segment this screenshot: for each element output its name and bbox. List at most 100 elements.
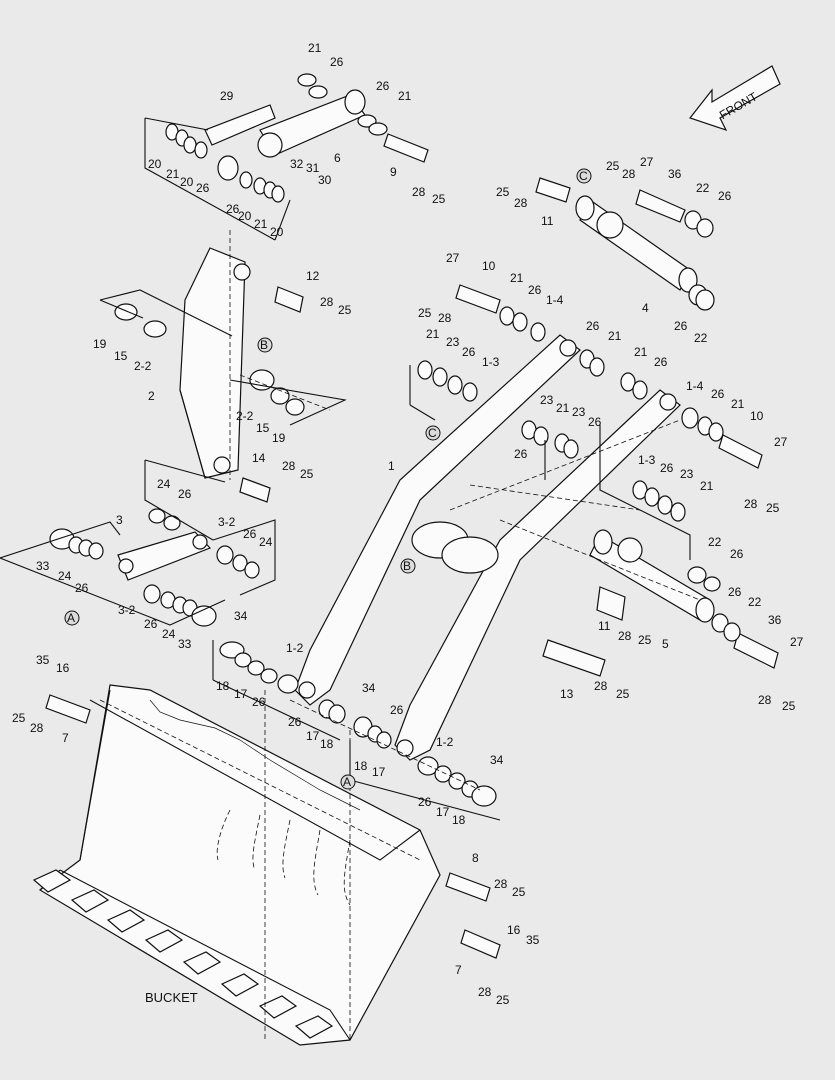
- callout: 26: [144, 617, 158, 631]
- callout: 26: [75, 581, 89, 595]
- callout: 26: [588, 415, 602, 429]
- callout: 28: [438, 311, 452, 325]
- callout: 9: [390, 165, 397, 179]
- callout: 17: [436, 805, 450, 819]
- callout: 36: [768, 613, 782, 627]
- callout: 28: [594, 679, 608, 693]
- callout: 24: [157, 477, 171, 491]
- callout: 21: [608, 329, 622, 343]
- callout: 28: [412, 185, 426, 199]
- callout: 24: [259, 535, 273, 549]
- callout: 5: [662, 637, 669, 651]
- callout: 4: [642, 301, 649, 315]
- callout: 27: [790, 635, 804, 649]
- callout: 35: [36, 653, 50, 667]
- callout: 28: [494, 877, 508, 891]
- callout: 29: [220, 89, 234, 103]
- callout: 1: [388, 459, 395, 473]
- callout: 17: [234, 687, 248, 701]
- callout: 6: [334, 151, 341, 165]
- cylinder-5: [589, 529, 715, 623]
- callout: 34: [362, 681, 376, 695]
- callout: 26: [728, 585, 742, 599]
- callout: 25: [418, 306, 432, 320]
- callout: 21: [731, 397, 745, 411]
- callout: 2: [148, 389, 155, 403]
- callout: 1-2: [436, 735, 454, 749]
- callout: 26: [196, 181, 210, 195]
- callout: 14: [252, 451, 266, 465]
- pins: [45, 133, 779, 959]
- callout: 28: [320, 295, 334, 309]
- callout: 22: [696, 181, 710, 195]
- callout: 21: [254, 217, 268, 231]
- callout: 21: [700, 479, 714, 493]
- callout: 22: [708, 535, 722, 549]
- callout: 28: [618, 629, 632, 643]
- callout: 15: [114, 349, 128, 363]
- callout: 20: [270, 225, 284, 239]
- callout: 18: [320, 737, 334, 751]
- callout: 26: [418, 795, 432, 809]
- callout: 25: [638, 633, 652, 647]
- callout: 26: [711, 387, 725, 401]
- reference-b-label-1: B: [260, 338, 268, 352]
- reference-c-icon: C C: [425, 168, 592, 441]
- callout: 16: [56, 661, 70, 675]
- callout: 1-3: [638, 453, 656, 467]
- callout: 19: [93, 337, 107, 351]
- callout: 23: [446, 335, 460, 349]
- callout: 21: [556, 401, 570, 415]
- callout: 25: [338, 303, 352, 317]
- callout: 25: [12, 711, 26, 725]
- callout: 28: [758, 693, 772, 707]
- callout: 10: [750, 409, 764, 423]
- callout: 32: [290, 157, 304, 171]
- callout: 26: [390, 703, 404, 717]
- callout: 1-4: [546, 293, 564, 307]
- callout: 28: [744, 497, 758, 511]
- callout: 36: [668, 167, 682, 181]
- callout: 11: [541, 214, 554, 228]
- callout: 18: [216, 679, 230, 693]
- callout: 27: [774, 435, 788, 449]
- callout: 26: [178, 487, 192, 501]
- callout: 34: [490, 753, 504, 767]
- callout: 1-2: [286, 641, 304, 655]
- callout: 1-3: [482, 355, 500, 369]
- callout: 21: [510, 271, 524, 285]
- cylinder-6: [204, 89, 366, 181]
- reference-a-label-1: A: [67, 611, 75, 625]
- callout: 3-2: [118, 603, 136, 617]
- callout: 28: [478, 985, 492, 999]
- callout: 27: [640, 155, 654, 169]
- bracket-outlines: [0, 117, 701, 1040]
- callout: 26: [462, 345, 476, 359]
- callout: 25: [782, 699, 796, 713]
- callout: 21: [398, 89, 412, 103]
- callout: 12: [306, 269, 320, 283]
- callout: 28: [30, 721, 44, 735]
- bucket-teeth: [32, 869, 334, 1039]
- callout: 18: [452, 813, 466, 827]
- reference-b-icon: B B: [257, 337, 416, 574]
- reference-c-label-2: C: [428, 426, 437, 440]
- callout: 28: [622, 167, 636, 181]
- callout: 26: [252, 695, 266, 709]
- callout: 33: [178, 637, 192, 651]
- callout: 21: [166, 167, 180, 181]
- callout: 17: [306, 729, 320, 743]
- callout: 3-2: [218, 515, 236, 529]
- callout: 26: [660, 461, 674, 475]
- callout: 26: [243, 527, 257, 541]
- link-3: [117, 531, 212, 581]
- callout: 26: [730, 547, 744, 561]
- callout: 13: [560, 687, 574, 701]
- callout: 30: [318, 173, 332, 187]
- callout: 26: [528, 283, 542, 297]
- callout: 20: [180, 175, 194, 189]
- callout: 26: [586, 319, 600, 333]
- callout: 19: [272, 431, 286, 445]
- reference-a-label-2: A: [343, 775, 351, 789]
